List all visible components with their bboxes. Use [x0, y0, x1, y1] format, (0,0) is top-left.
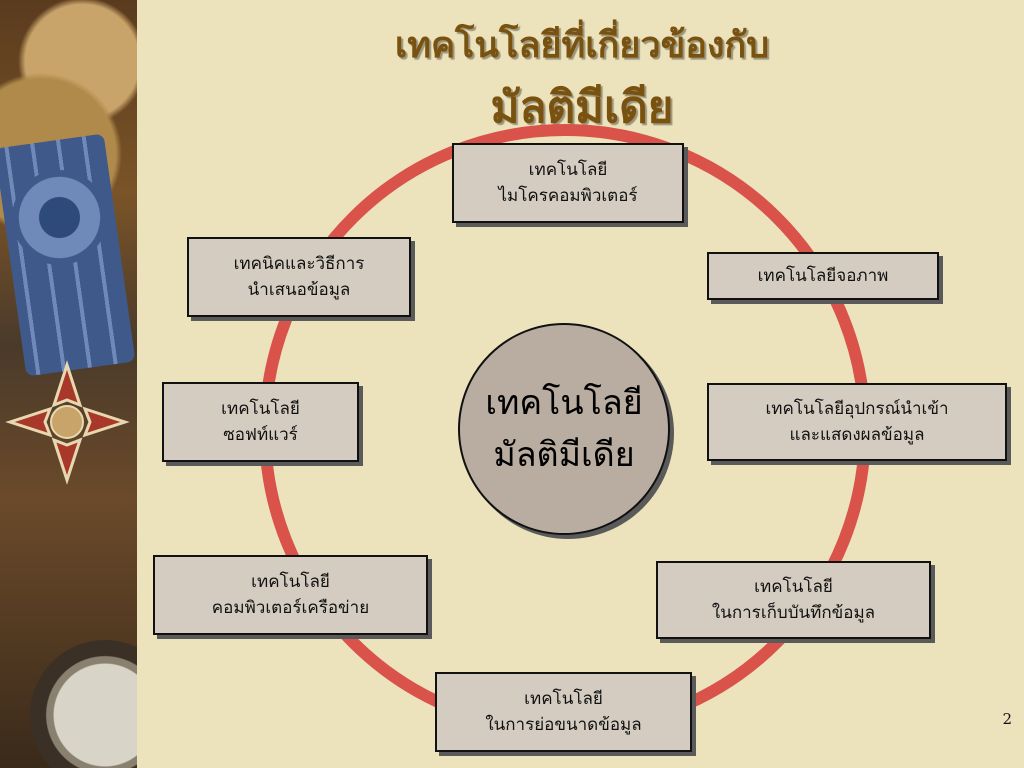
- node-line-1: เทคโนโลยี: [524, 689, 603, 709]
- node-line-2: คอมพิวเตอร์เครือข่าย: [211, 598, 370, 618]
- node-microcomputer: เทคโนโลยี ไมโครคอมพิวเตอร์: [452, 143, 684, 223]
- node-compression: เทคโนโลยี ในการย่อขนาดข้อมูล: [435, 672, 692, 752]
- node-line-1: เทคโนโลยี: [221, 399, 300, 419]
- node-line-1: เทคโนโลยี: [754, 577, 833, 597]
- node-line-1: เทคโนโลยีอุปกรณ์นำเข้า: [765, 399, 949, 419]
- node-line-1: เทคโนโลยีจอภาพ: [757, 266, 889, 286]
- slide-title-line-1: เทคโนโลยีที่เกี่ยวข้องกับ: [394, 25, 770, 66]
- medal-cross-image: [5, 360, 130, 485]
- node-line-2: ไมโครคอมพิวเตอร์: [498, 186, 638, 206]
- center-line-1: เทคโนโลยี: [485, 383, 643, 423]
- node-storage: เทคโนโลยี ในการเก็บบันทึกข้อมูล: [656, 561, 931, 639]
- node-line-2: ในการย่อขนาดข้อมูล: [485, 715, 642, 735]
- page-number: 2: [1002, 710, 1012, 728]
- node-network: เทคโนโลยี คอมพิวเตอร์เครือข่าย: [153, 555, 428, 635]
- center-line-2: มัลติมีเดีย: [493, 435, 635, 475]
- rosette-image: [12, 170, 107, 265]
- node-io-devices: เทคโนโลยีอุปกรณ์นำเข้า และแสดงผลข้อมูล: [707, 383, 1007, 461]
- node-line-2: และแสดงผลข้อมูล: [789, 425, 925, 445]
- node-display: เทคโนโลยีจอภาพ: [707, 252, 939, 300]
- node-line-1: เทคโนโลยี: [528, 160, 608, 180]
- node-software: เทคโนโลยี ซอฟท์แวร์: [162, 382, 359, 462]
- decorative-sidebar-image: [0, 0, 137, 768]
- node-presentation-techniques: เทคนิคและวิธีการ นำเสนอข้อมูล: [187, 237, 411, 317]
- center-multimedia-technology: เทคโนโลยี มัลติมีเดีย: [458, 323, 670, 535]
- node-line-1: เทคโนโลยี: [251, 572, 330, 592]
- node-line-1: เทคนิคและวิธีการ: [233, 254, 365, 274]
- node-line-2: ซอฟท์แวร์: [223, 425, 298, 445]
- node-line-2: นำเสนอข้อมูล: [247, 280, 351, 300]
- node-line-2: ในการเก็บบันทึกข้อมูล: [711, 603, 876, 623]
